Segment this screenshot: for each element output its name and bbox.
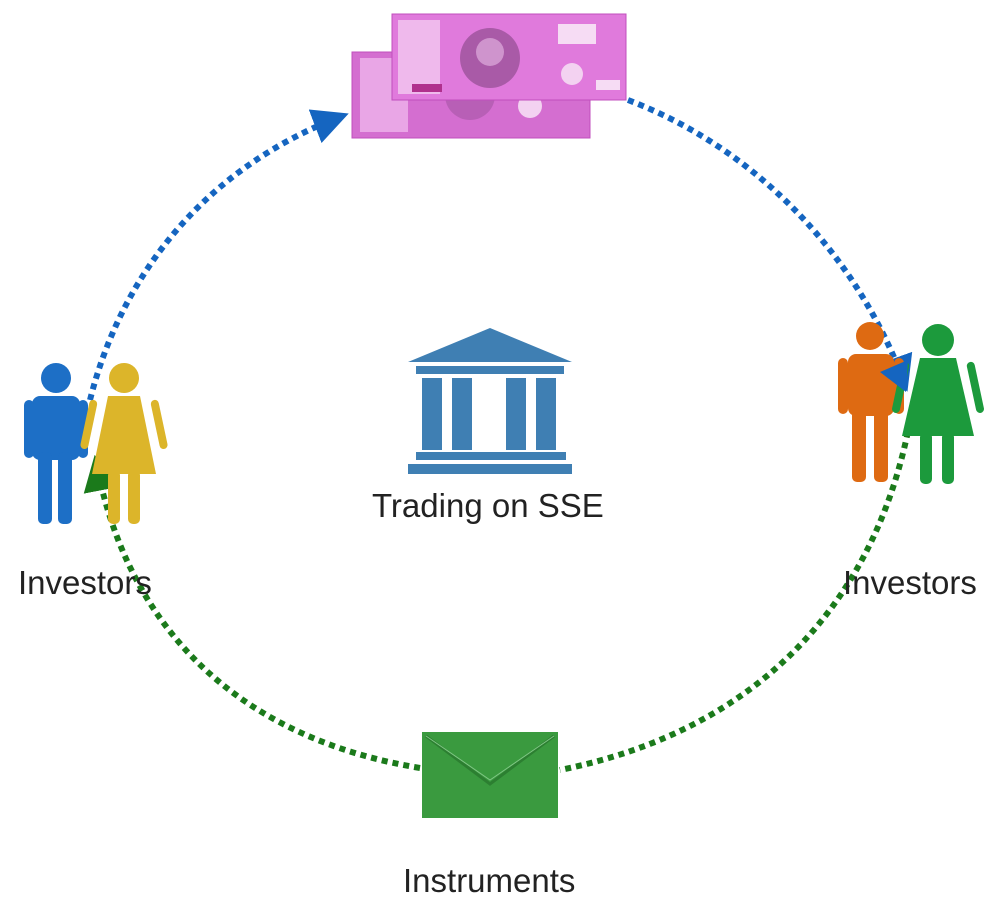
investors-right-label: Investors: [843, 564, 977, 601]
man-icon: [24, 363, 88, 524]
man-icon: [838, 322, 904, 482]
investors-left-label: Investors: [18, 564, 152, 601]
instrument-flow-arrow-right: [559, 409, 915, 773]
instrument-flow-arrow-left: [83, 454, 421, 771]
woman-icon: [892, 324, 984, 484]
bank-building-icon: [408, 328, 572, 474]
instruments-label: Instruments: [403, 862, 576, 899]
woman-icon: [80, 363, 168, 524]
money-flow-arrow-left: [87, 109, 349, 401]
investors-right-icon: [838, 322, 984, 484]
investors-left-icon: [24, 363, 168, 524]
exchange-label: Trading on SSE: [372, 487, 604, 524]
envelope-icon: [422, 732, 558, 818]
money-flow-arrowhead-right: [880, 360, 908, 392]
rupee-banknotes-icon: [351, 13, 627, 139]
